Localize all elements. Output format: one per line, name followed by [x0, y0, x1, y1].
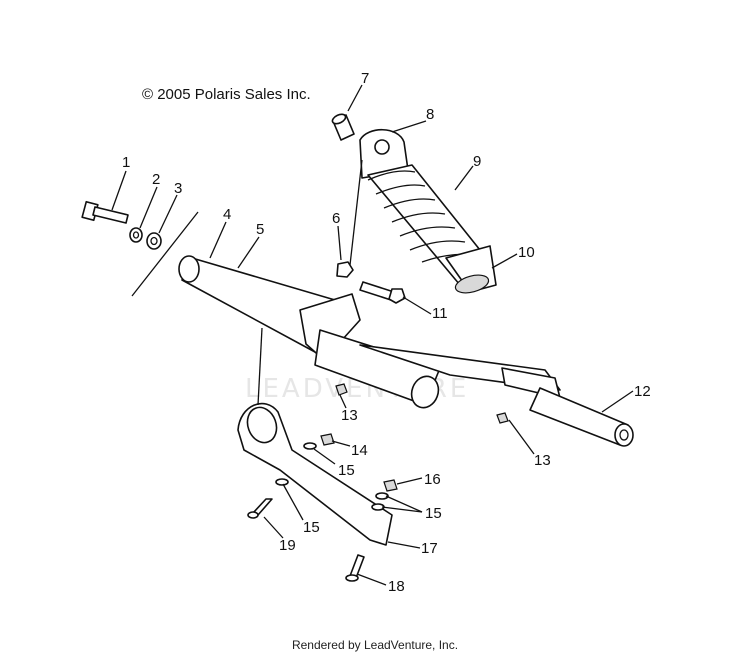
callout-6: 6 [332, 210, 340, 227]
part-15-washer-c [375, 492, 389, 500]
callout-3: 3 [174, 180, 182, 197]
callout-7: 7 [361, 70, 369, 87]
part-14-nut [320, 433, 335, 446]
part-17-bracket [237, 327, 393, 546]
part-16-nut [383, 479, 398, 492]
callout-11: 11 [432, 305, 448, 322]
callout-16: 16 [424, 471, 441, 488]
part-13-nut-b [496, 412, 509, 424]
part-1-bolt [81, 200, 129, 224]
part-2-washer [129, 227, 143, 243]
footer-text: Rendered by LeadVenture, Inc. [291, 638, 459, 652]
callout-13-a: 13 [341, 407, 358, 424]
part-7-bushing [331, 113, 355, 141]
callout-14: 14 [351, 442, 368, 459]
callout-5: 5 [256, 221, 264, 238]
part-3-washer [146, 232, 162, 250]
callout-15-c: 15 [303, 519, 320, 536]
part-18-bolt [345, 554, 365, 582]
part-19-bolt [247, 498, 273, 519]
part-6-nut [336, 261, 354, 278]
callout-10: 10 [518, 244, 535, 261]
part-9-shock-absorber [359, 128, 497, 294]
copyright-text: © 2005 Polaris Sales Inc. [142, 86, 311, 103]
part-15-washer-b [275, 478, 289, 486]
callout-8: 8 [426, 106, 434, 123]
callout-9: 9 [473, 153, 481, 170]
leader-lines [111, 84, 634, 586]
part-15-washer-a [303, 442, 317, 450]
callout-17: 17 [421, 540, 438, 557]
part-5-control-arm [178, 255, 634, 447]
callout-15-a: 15 [338, 462, 355, 479]
callout-13-b: 13 [534, 452, 551, 469]
divider-line [131, 211, 199, 297]
callout-4: 4 [223, 206, 231, 223]
part-13-nut-a [335, 383, 348, 396]
callout-2: 2 [152, 171, 160, 188]
callout-12: 12 [634, 383, 651, 400]
callout-1: 1 [122, 154, 130, 171]
callout-18: 18 [388, 578, 405, 595]
callout-19: 19 [279, 537, 296, 554]
part-11-bolt [359, 281, 406, 304]
callout-15-b: 15 [425, 505, 442, 522]
